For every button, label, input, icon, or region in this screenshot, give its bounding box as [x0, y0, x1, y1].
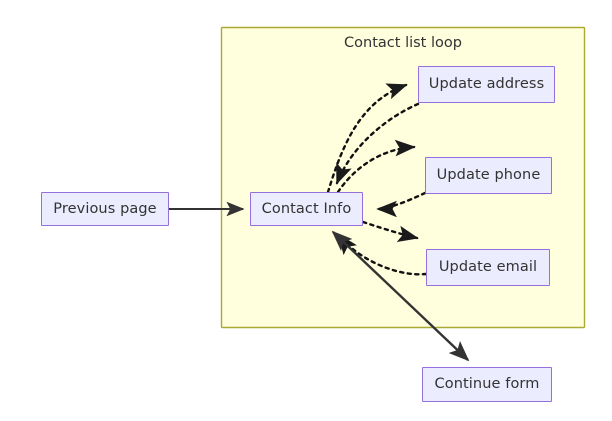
node-label-contact-info: Contact Info [261, 200, 352, 217]
cluster-title-contact-list-loop: Contact list loop [344, 35, 462, 51]
node-contact-info[interactable]: Contact Info [250, 192, 363, 226]
node-label-update-phone: Update phone [436, 167, 541, 184]
node-label-update-email: Update email [438, 259, 538, 276]
node-update-phone[interactable]: Update phone [425, 157, 552, 194]
node-continue-form[interactable]: Continue form [422, 367, 552, 402]
node-update-address[interactable]: Update address [418, 66, 555, 103]
edge-contact-to-phone [336, 139, 416, 194]
node-update-email[interactable]: Update email [426, 249, 550, 286]
node-label-update-address: Update address [428, 76, 545, 93]
edge-contact-to-continue [331, 230, 470, 362]
edge-contact-to-address [326, 83, 408, 194]
node-label-previous-page: Previous page [53, 200, 157, 217]
edge-address-to-contact [335, 102, 420, 185]
node-previous-page[interactable]: Previous page [41, 192, 169, 226]
node-label-continue-form: Continue form [434, 376, 540, 393]
edge-phone-to-contact [376, 191, 427, 218]
